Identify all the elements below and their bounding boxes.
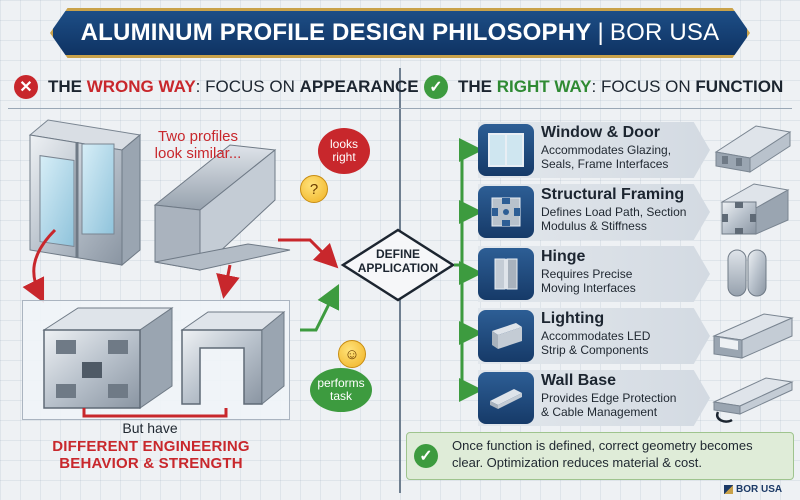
define-line-2: APPLICATION <box>357 261 439 275</box>
app-desc-wall-base-2: & Cable Management <box>541 405 658 419</box>
led-channel-icon <box>478 310 534 362</box>
t-slot-profile-icon <box>478 186 534 238</box>
conclusion-line-2: clear. Optimization reduces material & c… <box>452 455 702 470</box>
app-desc-structural-framing-2: Modulus & Stiffness <box>541 219 647 233</box>
right-way-emphasis: RIGHT WAY <box>496 77 592 96</box>
brand-mark-icon <box>724 485 733 494</box>
similar-note-line-2: look similar... <box>154 145 242 162</box>
window-door-profile-thumb <box>714 125 792 173</box>
bubble-red-line-1: looks <box>329 137 358 151</box>
footer-brand-text: BOR USA <box>736 484 783 495</box>
check-circle-icon: ✓ <box>424 75 448 99</box>
performs-task-bubble: performs task <box>310 368 372 412</box>
app-desc-lighting-1: Accommodates LED <box>541 329 651 343</box>
app-desc-window-door-2: Seals, Frame Interfaces <box>541 157 669 171</box>
right-way-header: ✓ THE RIGHT WAY: FOCUS ON FUNCTION <box>424 68 783 106</box>
profile-thumbnails <box>712 125 794 423</box>
title-banner: ALUMINUM PROFILE DESIGN PHILOSOPHY | BOR… <box>50 8 750 58</box>
app-desc-lighting-2: Strip & Components <box>541 343 649 357</box>
right-way-prefix: THE <box>458 77 492 96</box>
horizontal-divider <box>8 108 792 109</box>
define-line-1: DEFINE <box>375 247 420 261</box>
lighting-channel-thumb <box>712 313 794 359</box>
right-way-last: FUNCTION <box>695 77 784 96</box>
app-title-structural-framing: Structural Framing <box>541 186 685 203</box>
define-application-diamond <box>340 228 456 302</box>
conclusion-text: Once function is defined, correct geomet… <box>452 437 792 471</box>
app-title-wall-base: Wall Base <box>541 372 616 389</box>
check-circle-icon: ✓ <box>414 444 438 468</box>
window-icon <box>478 124 534 176</box>
angle-profile-illustration <box>153 144 291 272</box>
wrong-way-middle: : FOCUS ON <box>195 77 295 96</box>
similar-note-line-1: Two profiles <box>157 128 239 145</box>
u-channel-illustration <box>180 310 286 406</box>
footer-brand-logo: BOR USA <box>724 484 782 495</box>
app-title-window-door: Window & Door <box>541 124 660 141</box>
engineering-warning: DIFFERENT ENGINEERING BEHAVIOR & STRENGT… <box>26 438 276 472</box>
wrong-way-last: APPEARANCE <box>299 77 419 96</box>
app-desc-window-door-1: Accommodates Glazing, <box>541 143 672 157</box>
bubble-green-line-1: performs <box>317 376 365 390</box>
wall-base-icon <box>478 372 534 424</box>
wrong-way-emphasis: WRONG WAY <box>86 77 196 96</box>
banner-title: ALUMINUM PROFILE DESIGN PHILOSOPHY <box>80 19 592 46</box>
but-have-label: But have <box>122 420 178 436</box>
conclusion-box <box>406 432 794 480</box>
wrong-way-header: ✕ THE WRONG WAY: FOCUS ON APPEARANCE <box>14 68 419 106</box>
wrong-way-prefix: THE <box>48 77 82 96</box>
banner-brand: BOR USA <box>609 19 720 46</box>
warning-line-1: DIFFERENT ENGINEERING <box>52 438 250 455</box>
warning-line-2: BEHAVIOR & STRENGTH <box>59 455 243 472</box>
bubble-red-line-2: right <box>332 150 356 164</box>
define-application-label: DEFINE APPLICATION <box>346 247 450 275</box>
hinge-thumb <box>727 249 767 297</box>
t-slot-extrusion-illustration <box>42 307 174 409</box>
app-desc-hinge-1: Requires Precise <box>541 267 633 281</box>
hinge-icon <box>478 248 534 300</box>
app-desc-structural-framing-1: Defines Load Path, Section <box>541 205 687 219</box>
x-circle-icon: ✕ <box>14 75 38 99</box>
conclusion-line-1: Once function is defined, correct geomet… <box>452 438 753 453</box>
right-way-middle: : FOCUS ON <box>591 77 691 96</box>
app-desc-wall-base-1: Provides Edge Protection <box>541 391 677 405</box>
app-desc-hinge-2: Moving Interfaces <box>541 281 636 295</box>
similar-note: Two profiles look similar... <box>134 128 262 162</box>
cross-section-illustration <box>42 307 286 418</box>
app-title-lighting: Lighting <box>541 310 605 327</box>
bubble-green-line-2: task <box>329 389 352 403</box>
app-title-hinge: Hinge <box>541 248 586 265</box>
structural-profile-thumb <box>720 183 790 235</box>
looks-right-bubble: looks right <box>318 128 370 174</box>
banner-separator: | <box>597 19 604 46</box>
thinking-face-icon: ? <box>300 175 328 203</box>
wall-base-thumb <box>712 377 794 423</box>
smiling-face-icon: ☺ <box>338 340 366 368</box>
